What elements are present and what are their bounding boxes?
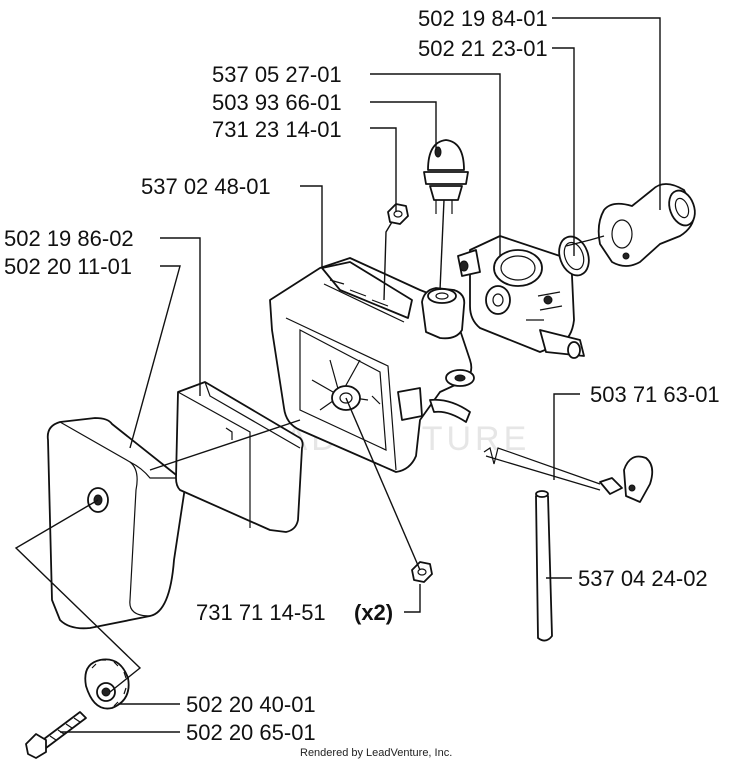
carburetor	[457, 235, 585, 359]
filter-housing	[269, 257, 475, 473]
bolt	[25, 711, 87, 759]
leader-lines	[14, 17, 661, 733]
fuel-hose	[535, 490, 553, 642]
part-labels: 502 19 84-01 502 21 23-01 537 05 27-01 5…	[4, 6, 720, 745]
filter-knob	[84, 658, 130, 710]
air-filter-cover	[46, 417, 186, 630]
part-label-502-19-86-02: 502 19 86-02	[4, 226, 134, 251]
part-label-502-20-11-01: 502 20 11-01	[4, 254, 132, 279]
part-label-503-93-66-01: 503 93 66-01	[212, 90, 342, 115]
air-filter-element	[175, 381, 304, 533]
intake-adapter	[597, 183, 696, 267]
choke-rod	[483, 447, 654, 503]
hex-nut-top	[387, 203, 409, 225]
part-label-502-20-40-01: 502 20 40-01	[186, 692, 316, 717]
part-label-502-20-65-01: 502 20 65-01	[186, 720, 316, 745]
part-label-537-04-24-02: 537 04 24-02	[578, 566, 708, 591]
part-label-537-02-48-01: 537 02 48-01	[141, 174, 271, 199]
primer-bulb	[423, 139, 469, 214]
part-label-537-05-27-01: 537 05 27-01	[212, 62, 342, 87]
part-quantity: (x2)	[354, 600, 393, 625]
part-label-731-71-14-51: 731 71 14-51	[196, 600, 326, 625]
part-label-731-23-14-01: 731 23 14-01	[212, 117, 342, 142]
footer-credit: Rendered by LeadVenture, Inc.	[300, 747, 452, 759]
part-label-503-71-63-01: 503 71 63-01	[590, 382, 720, 407]
hex-nut-lower	[411, 561, 433, 583]
part-label-502-21-23-01: 502 21 23-01	[418, 36, 548, 61]
part-label-502-19-84-01: 502 19 84-01	[418, 6, 548, 31]
